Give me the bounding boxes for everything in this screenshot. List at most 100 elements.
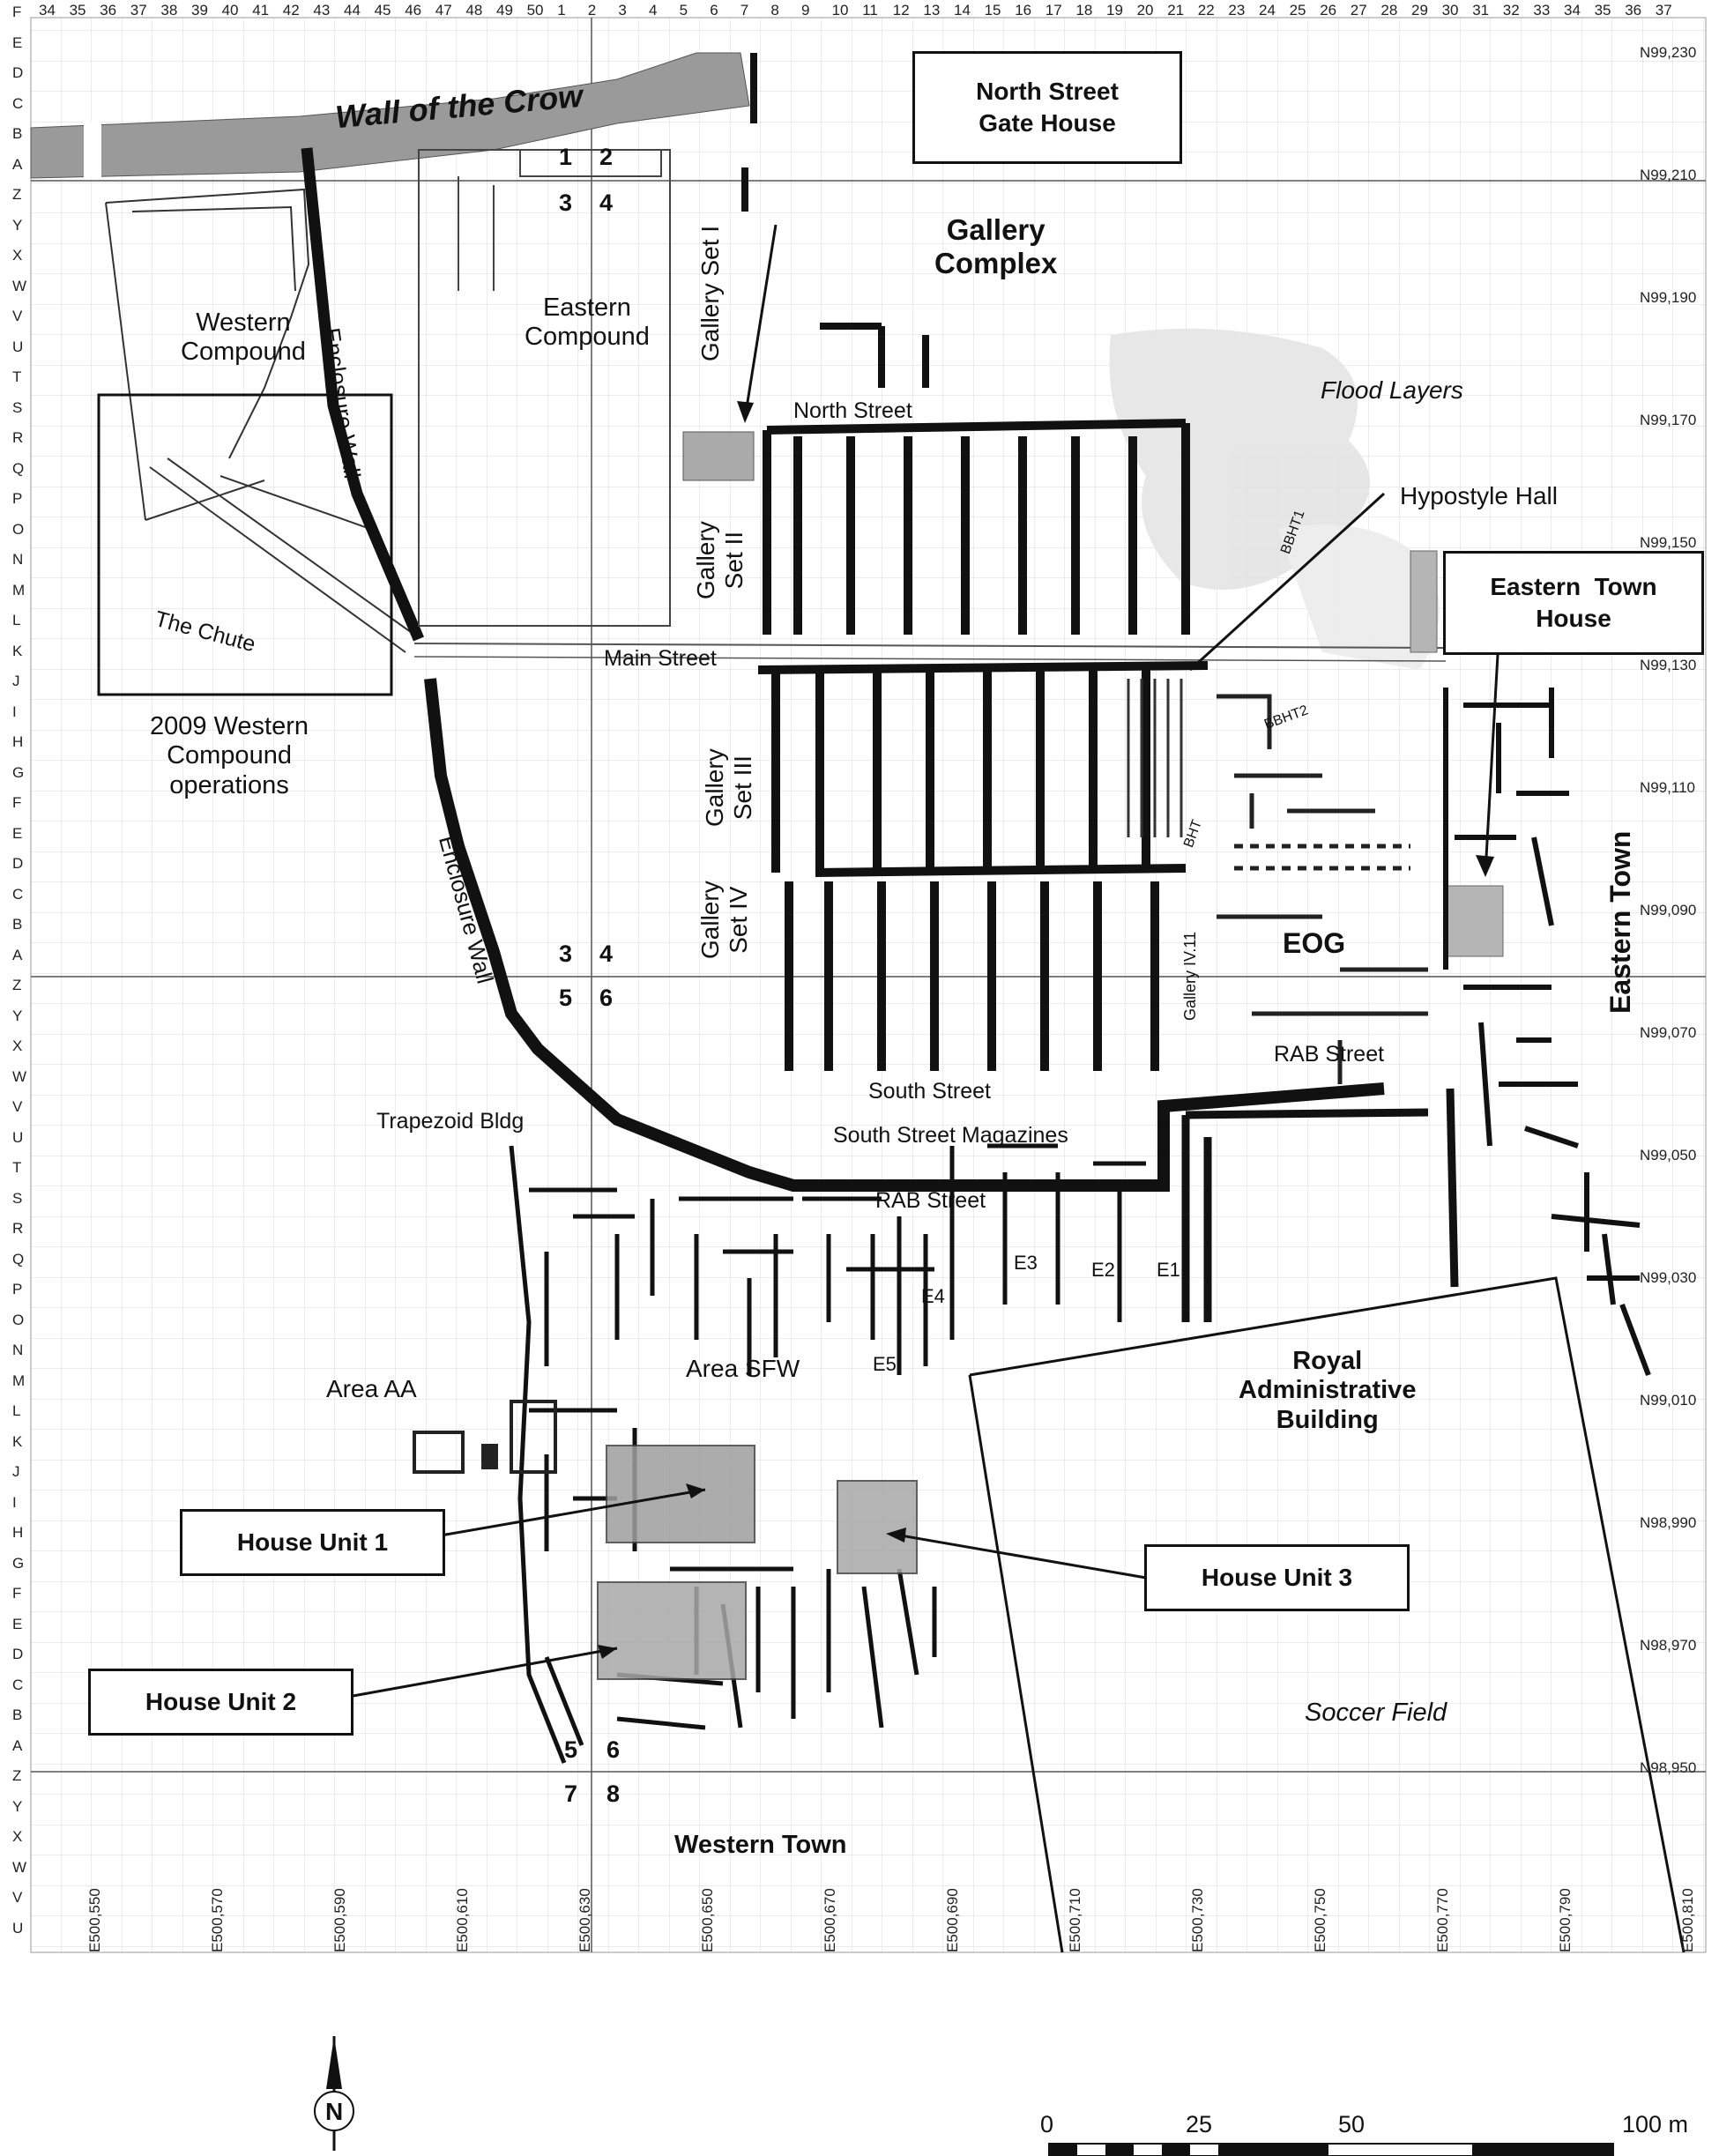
column-tick: 11: [862, 2, 878, 19]
easting-tick: E500,590: [331, 1888, 348, 1952]
grid-number: 4: [599, 190, 614, 216]
row-tick: R: [12, 429, 24, 446]
ops-2009-box: [97, 393, 393, 696]
row-tick: X: [12, 1037, 23, 1054]
northing-tick: N99,210: [1640, 167, 1697, 183]
trapezoid-bldg-label: Trapezoid Bldg: [376, 1109, 525, 1134]
gallery-set-ii-label: Gallery Set II: [692, 521, 748, 599]
soccer-field-label: Soccer Field: [1305, 1699, 1447, 1727]
column-tick: 2: [587, 2, 597, 19]
row-tick: N: [12, 551, 24, 568]
grid-number: 3: [559, 190, 573, 216]
row-tick: A: [12, 946, 23, 963]
rab-street-label-1: RAB Street: [1274, 1042, 1385, 1067]
eastern-town-structures: [1443, 688, 1651, 1377]
main-street-line: [413, 643, 1447, 649]
column-tick: 41: [252, 2, 270, 19]
scale-bar: [1048, 2143, 1614, 2156]
row-tick: U: [12, 338, 24, 355]
easting-tick: E500,630: [577, 1888, 593, 1952]
house-unit-2-text: House Unit 2: [145, 1687, 297, 1715]
northing-tick: N98,950: [1640, 1759, 1697, 1776]
row-tick: H: [12, 1524, 24, 1541]
row-tick: V: [12, 1098, 23, 1115]
gallery-complex-label: Gallery Complex: [934, 213, 1058, 279]
row-tick: K: [12, 1432, 23, 1450]
grid-number: 2: [599, 144, 614, 170]
row-tick: U: [12, 1128, 24, 1146]
north-gate-house-callout: North Street Gate House: [912, 51, 1182, 164]
column-tick: 3: [618, 2, 627, 19]
northing-tick: N99,050: [1640, 1147, 1697, 1163]
northing-tick: N99,070: [1640, 1024, 1697, 1041]
column-tick: 32: [1502, 2, 1520, 19]
gallery-set-iv-label: Gallery Set IV: [696, 881, 753, 959]
row-tick: K: [12, 642, 23, 659]
column-tick: 22: [1197, 2, 1215, 19]
north-arrow: [314, 2036, 354, 2151]
area-aa-structures: [413, 1400, 557, 1474]
column-tick: 50: [526, 2, 544, 19]
south-street-magazines-label: South Street Magazines: [833, 1123, 1068, 1148]
main-street-label: Main Street: [604, 646, 717, 671]
grid-number: 1: [559, 144, 573, 170]
house-unit-3-area: [837, 1480, 918, 1574]
row-tick: G: [12, 763, 25, 781]
column-tick: 40: [221, 2, 239, 19]
scale-label-50: 50: [1338, 2111, 1366, 2137]
area-sfw-label: Area SFW: [686, 1355, 800, 1382]
northing-tick: N99,010: [1640, 1392, 1697, 1409]
row-tick: F: [12, 4, 22, 20]
northing-tick: N99,090: [1640, 902, 1697, 918]
e5-label: E5: [873, 1353, 897, 1375]
easting-tick: E500,670: [822, 1888, 838, 1952]
gallery-set-i-label: Gallery Set I: [696, 225, 724, 361]
eastern-town-house-area: [1445, 885, 1504, 957]
column-tick: 36: [100, 2, 117, 19]
column-tick: 46: [405, 2, 422, 19]
column-tick: 34: [1564, 2, 1581, 19]
north-street-label: North Street: [793, 398, 912, 423]
royal-admin-label: Royal Administrative Building: [1239, 1347, 1417, 1434]
column-tick: 6: [710, 2, 718, 19]
eastern-compound-outline: [418, 149, 671, 627]
row-tick: Z: [12, 1767, 22, 1784]
column-tick: 7: [740, 2, 749, 19]
row-tick: W: [12, 277, 27, 294]
column-tick: 47: [435, 2, 452, 19]
row-tick: Y: [12, 216, 23, 234]
column-tick: 14: [954, 2, 971, 19]
row-tick: N: [12, 1342, 24, 1358]
column-tick: 8: [770, 2, 779, 19]
column-tick: 33: [1533, 2, 1551, 19]
column-tick: 25: [1289, 2, 1306, 19]
grid-number: 4: [599, 940, 614, 967]
row-tick: Q: [12, 1250, 25, 1268]
column-tick: 19: [1106, 2, 1123, 19]
row-tick: I: [12, 703, 17, 720]
column-tick: 39: [191, 2, 208, 19]
northing-tick: N99,030: [1640, 1269, 1697, 1286]
gallery-set-i-walls: [741, 53, 929, 388]
row-tick: P: [12, 1281, 23, 1297]
row-tick: A: [12, 155, 23, 173]
column-tick: 23: [1228, 2, 1246, 19]
grid-frame: [30, 17, 1707, 1953]
house-unit-1-area: [606, 1445, 755, 1543]
row-tick: X: [12, 1828, 23, 1845]
row-tick: Z: [12, 977, 22, 993]
ops-2009-label: 2009 Western Compound operations: [150, 712, 309, 799]
grid-number: 5: [564, 1736, 578, 1763]
easting-tick: E500,810: [1679, 1888, 1696, 1952]
column-tick: 15: [984, 2, 1001, 19]
row-tick: D: [12, 64, 24, 81]
column-tick: 18: [1075, 2, 1093, 19]
eastern-compound-label: Eastern Compound: [525, 294, 650, 352]
row-tick: M: [12, 1372, 26, 1389]
north-gate-house-text: North Street Gate House: [976, 77, 1119, 137]
row-tick: T: [12, 368, 22, 385]
row-tick: T: [12, 1159, 22, 1176]
northing-tick: N99,150: [1640, 534, 1697, 551]
soccer-field-boundary: [968, 1276, 1686, 1953]
easting-tick: E500,550: [86, 1888, 103, 1952]
